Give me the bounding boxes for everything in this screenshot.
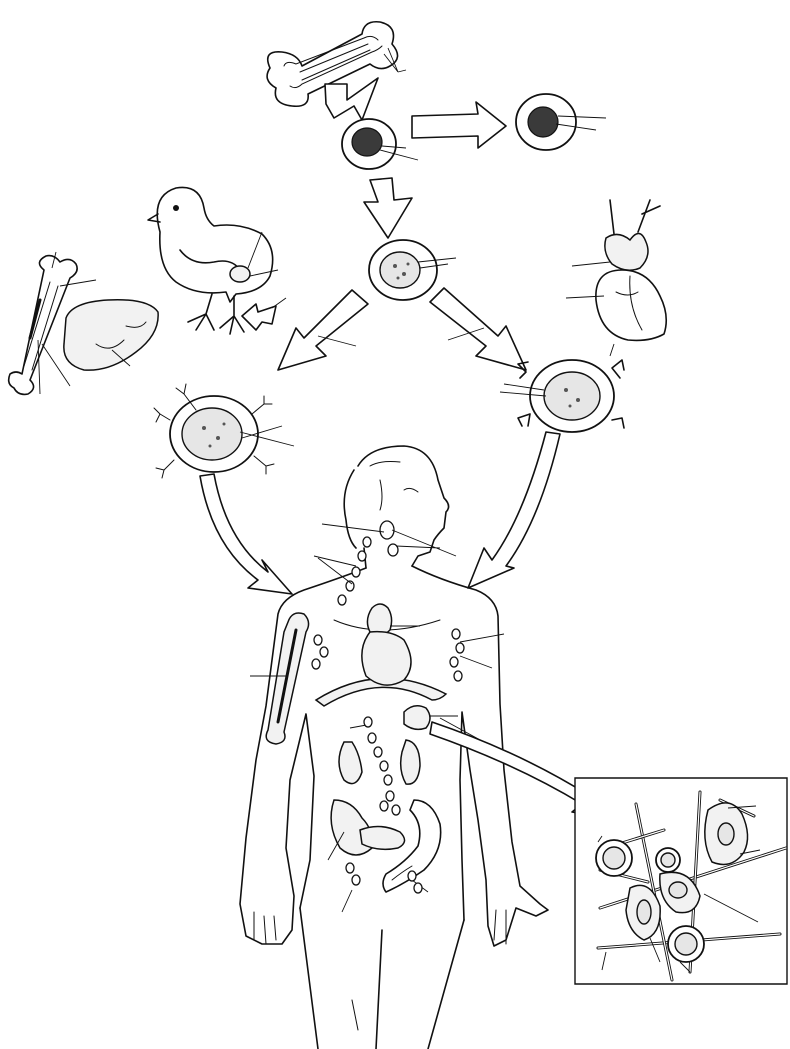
heart-thymus [566,200,666,356]
intestines-appendix [328,800,441,912]
arrow-to-t-cell [430,288,526,370]
bursa-pointer-arrow [242,304,276,330]
tonsils-cervical-nodes [314,521,456,605]
arrow-b-cell-to-body [200,474,292,594]
arrow-to-b-cell [278,290,368,370]
humerus-marrow [250,613,309,744]
chick-bursa [148,187,286,334]
t-cell [500,360,624,432]
lymphoid-tissue-detail [575,778,787,984]
abdominal-lymphoid-organs [339,706,608,815]
other-blood-cell [516,94,606,150]
arrow-bone-to-stem-cell [325,78,378,120]
stem-cell [342,119,418,169]
b-cell [154,384,294,478]
arrow-label-line-left [318,336,356,346]
chest-thymus-heart [362,604,420,685]
human-body [240,446,548,1049]
arrow-to-other-cell [412,102,506,148]
fetal-liver [64,300,158,370]
arrow-t-cell-to-body [468,432,560,588]
arrow-to-lymphoid-progenitor [364,178,412,238]
